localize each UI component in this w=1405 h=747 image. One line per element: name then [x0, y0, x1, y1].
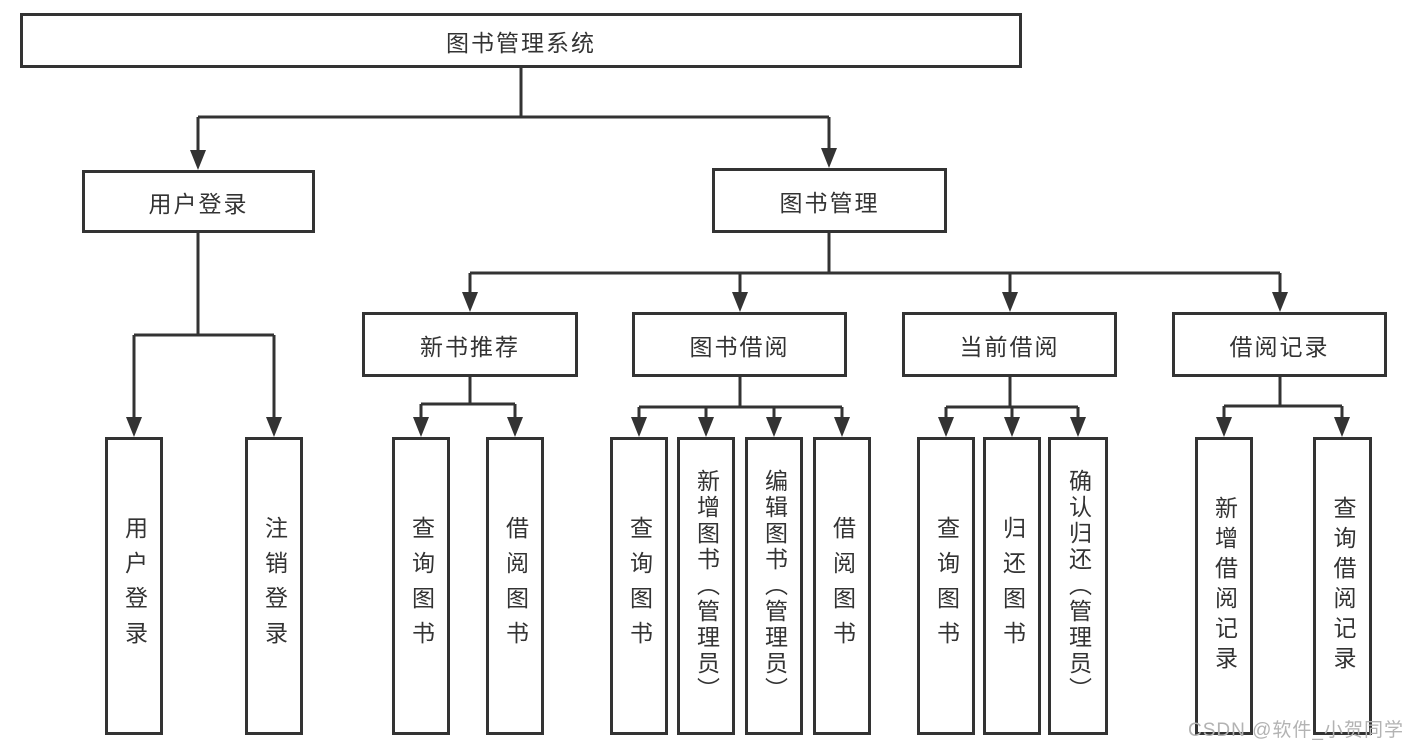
leaf-borrow-books-recommend: 借阅图书 [486, 437, 544, 735]
node-book-management: 图书管理 [712, 168, 947, 233]
leaf-add-borrow-record: 新增借阅记录 [1195, 437, 1253, 735]
node-label: 借阅图书 [829, 516, 856, 656]
node-label: 编辑图书（管理员） [761, 469, 788, 703]
arrowhead [1272, 292, 1288, 312]
arrowhead [413, 417, 429, 437]
node-label: 新书推荐 [420, 333, 520, 360]
node-book-borrow: 图书借阅 [632, 312, 847, 377]
leaf-query-books-recommend: 查询图书 [392, 437, 450, 735]
leaf-confirm-return-admin: 确认归还（管理员） [1048, 437, 1108, 735]
node-label: 注销登录 [261, 516, 288, 656]
node-label: 查询图书 [626, 516, 653, 656]
arrowhead [462, 292, 478, 312]
node-current-borrow: 当前借阅 [902, 312, 1117, 377]
arrowhead [938, 417, 954, 437]
node-label: 新增借阅记录 [1211, 496, 1238, 676]
arrowhead [732, 292, 748, 312]
node-label: 查询借阅记录 [1330, 496, 1356, 676]
leaf-logout: 注销登录 [245, 437, 303, 735]
node-label: 借阅图书 [502, 516, 529, 656]
arrowhead [1004, 417, 1020, 437]
leaf-user-login: 用户登录 [105, 437, 163, 735]
arrowhead [1334, 417, 1350, 437]
leaf-query-borrow-record: 查询借阅记录 [1313, 437, 1372, 735]
arrowhead [766, 417, 782, 437]
node-label: 新增图书（管理员） [693, 469, 720, 703]
leaf-borrow-books: 借阅图书 [813, 437, 871, 735]
arrowhead [698, 417, 714, 437]
arrowhead [821, 148, 837, 168]
node-root-system: 图书管理系统 [20, 13, 1022, 68]
arrowhead [1216, 417, 1232, 437]
leaf-add-books-admin: 新增图书（管理员） [677, 437, 735, 735]
arrowhead [1070, 417, 1086, 437]
node-label: 用户登录 [121, 516, 148, 656]
node-user-login: 用户登录 [82, 170, 315, 233]
node-label: 查询图书 [933, 516, 960, 656]
arrowhead [126, 417, 142, 437]
node-new-book-recommend: 新书推荐 [362, 312, 578, 377]
node-label: 查询图书 [408, 516, 435, 656]
node-label: 图书借阅 [689, 333, 790, 360]
arrowhead [266, 417, 282, 437]
leaf-query-books-borrow: 查询图书 [610, 437, 668, 735]
node-label: 图书管理 [779, 189, 880, 216]
csdn-watermark: CSDN @软件_小贺同学 [1188, 720, 1404, 741]
arrowhead [1002, 292, 1018, 312]
arrowhead [834, 417, 850, 437]
node-label: 确认归还（管理员） [1065, 469, 1092, 703]
arrowhead [190, 150, 206, 170]
node-label: 借阅记录 [1229, 333, 1330, 360]
arrowhead [507, 417, 523, 437]
leaf-return-books: 归还图书 [983, 437, 1041, 735]
leaf-query-books-current: 查询图书 [917, 437, 975, 735]
node-borrow-records: 借阅记录 [1172, 312, 1387, 377]
node-label: 用户登录 [148, 190, 249, 217]
arrowhead [631, 417, 647, 437]
node-label: 归还图书 [999, 516, 1026, 656]
node-label: 图书管理系统 [446, 29, 596, 56]
leaf-edit-books-admin: 编辑图书（管理员） [745, 437, 803, 735]
node-label: 当前借阅 [959, 333, 1060, 360]
